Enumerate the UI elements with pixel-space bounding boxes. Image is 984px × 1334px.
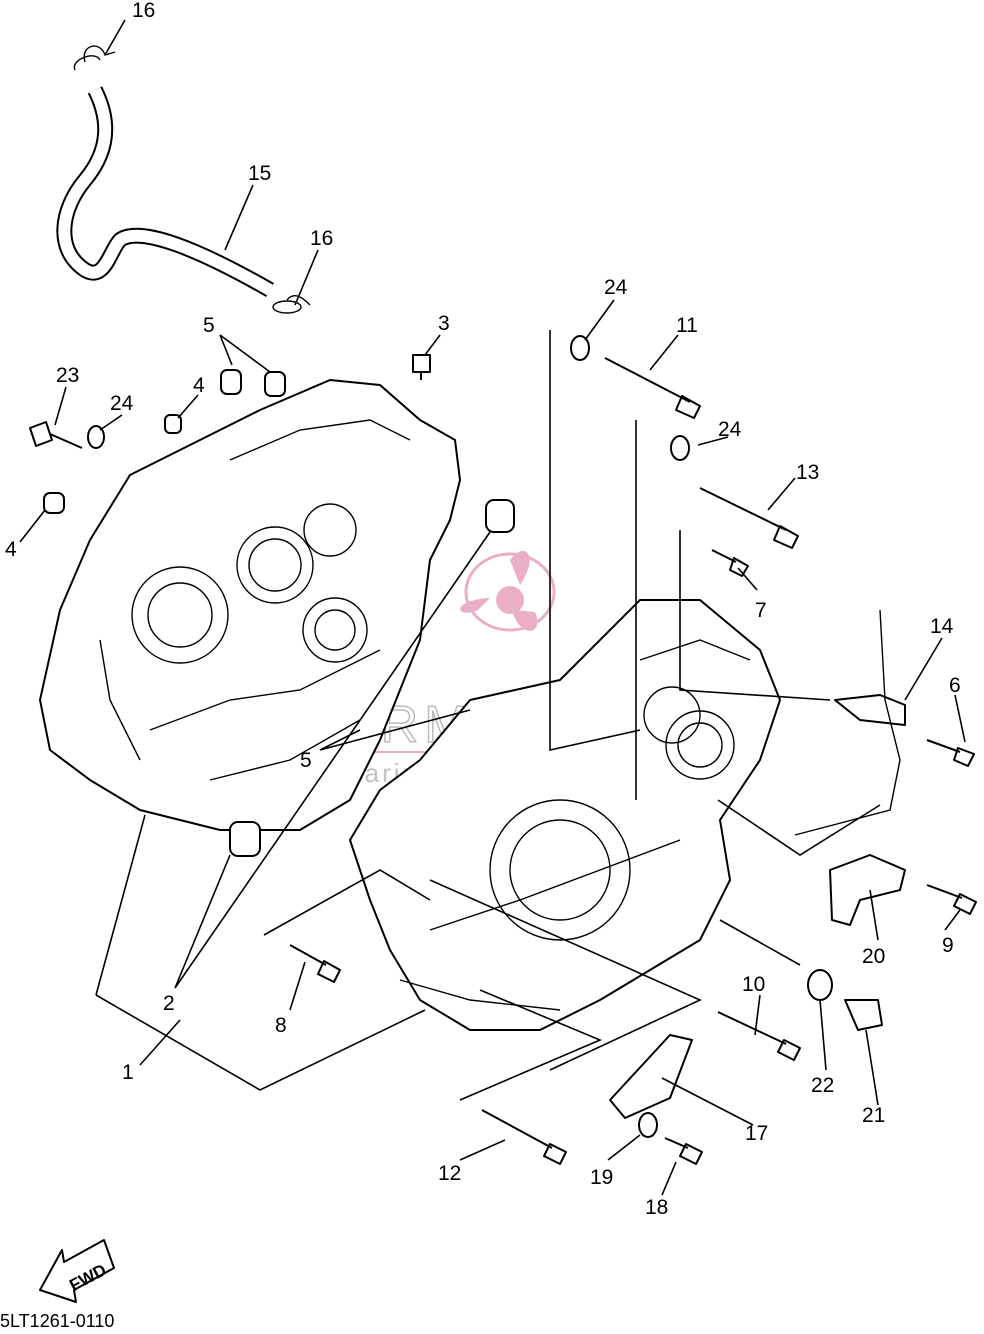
breather-hose-assembly <box>56 45 311 314</box>
part-label: 24 <box>110 392 134 415</box>
part-label: 4 <box>5 538 17 561</box>
part-label: 3 <box>438 312 450 335</box>
part-label: 6 <box>949 674 961 697</box>
washers <box>87 335 833 1138</box>
part-label: 21 <box>862 1104 885 1127</box>
part-label: 2 <box>163 992 175 1015</box>
part-label: 14 <box>930 615 954 638</box>
drawing-code: 5LT1261-0110 <box>0 1311 115 1331</box>
part-labels: 16 15 16 5 3 24 11 23 24 4 4 24 13 7 14 … <box>5 0 961 1219</box>
part-label: 7 <box>755 599 767 622</box>
part-label: 4 <box>193 374 205 397</box>
bolts <box>29 354 977 1165</box>
part-label: 19 <box>590 1166 613 1189</box>
part-label: 12 <box>438 1162 461 1185</box>
crankcase-right <box>349 599 781 1031</box>
propeller-logo-icon <box>460 550 556 632</box>
part-label: 9 <box>942 934 954 957</box>
part-label: 1 <box>122 1061 134 1084</box>
part-label: 18 <box>645 1196 668 1219</box>
part-label: 23 <box>56 364 79 387</box>
leader-lines <box>19 19 966 1196</box>
crankcase-left <box>39 379 461 831</box>
part-label: 13 <box>796 461 819 484</box>
part-label: 5 <box>203 314 215 337</box>
part-label: 11 <box>676 314 698 337</box>
part-label: 10 <box>742 973 765 996</box>
fwd-arrow-icon: FWD <box>39 1239 115 1303</box>
part-label: 16 <box>132 0 155 22</box>
part-label: 20 <box>862 945 885 968</box>
part-label: 24 <box>604 276 628 299</box>
part-label: 15 <box>248 162 271 185</box>
part-label: 24 <box>718 418 742 441</box>
part-label: 5 <box>300 749 312 772</box>
dowel-pins <box>220 369 515 857</box>
plugs <box>43 414 182 514</box>
part-label: 16 <box>310 227 333 250</box>
part-label: 22 <box>811 1074 834 1097</box>
part-label: 8 <box>275 1014 287 1037</box>
plate-17 <box>609 1034 693 1119</box>
guide-20-14 <box>794 609 906 926</box>
part-label: 17 <box>745 1122 768 1145</box>
